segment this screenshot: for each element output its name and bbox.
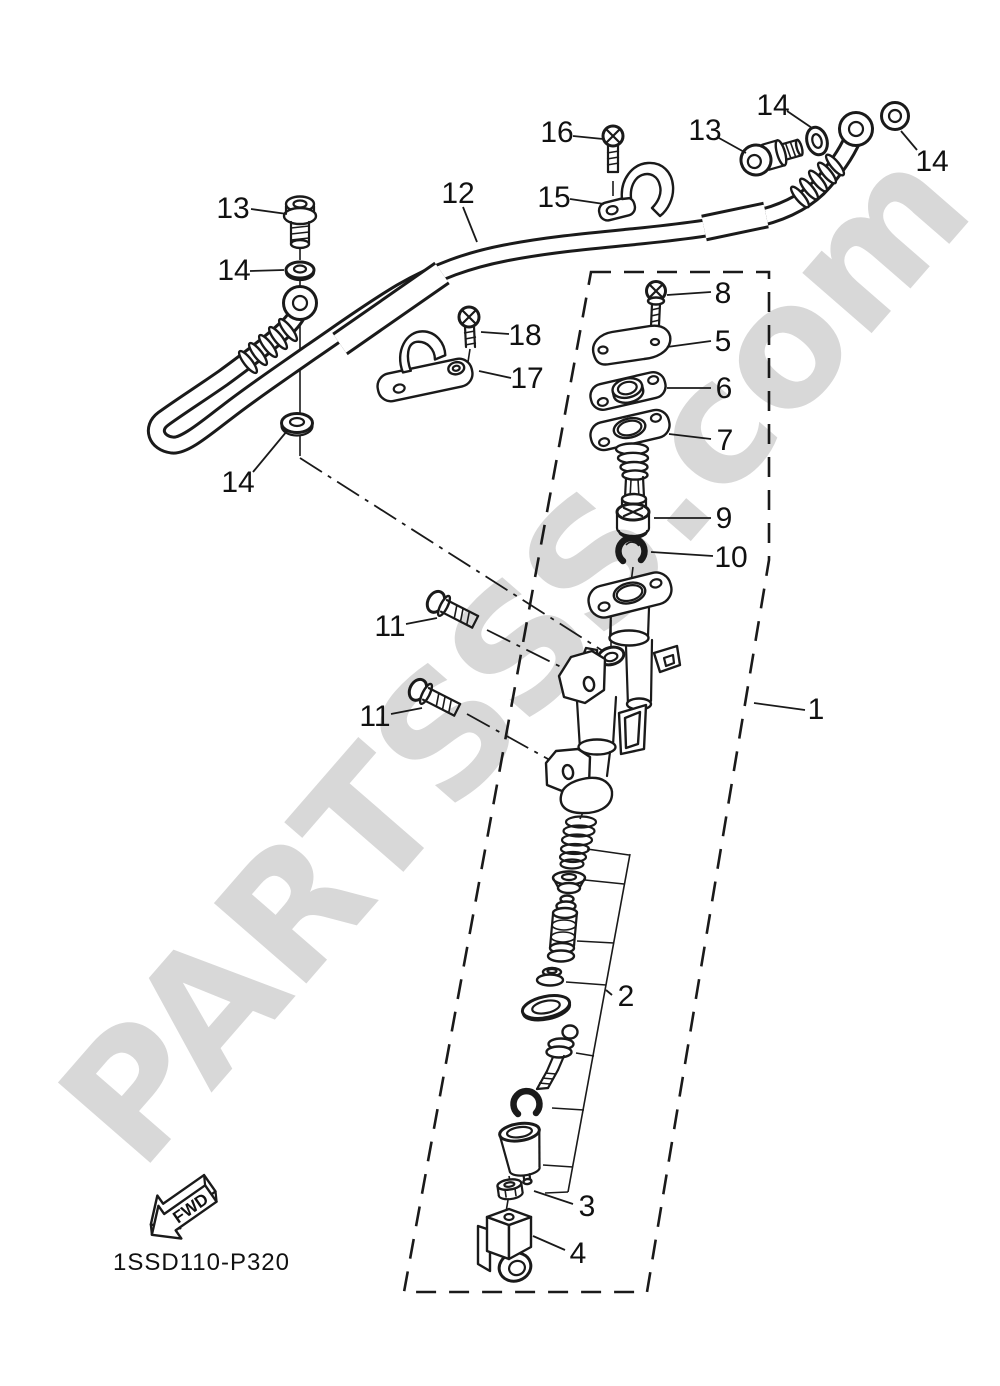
part-callout: 14 [221, 466, 254, 499]
diaphragm-7 [589, 408, 671, 513]
part-callout: 14 [756, 89, 789, 122]
washer-left-lower [280, 412, 314, 437]
part-callout: 3 [579, 1190, 596, 1223]
part-callout: 7 [717, 424, 734, 457]
part-callout: 18 [508, 319, 541, 352]
washer-top-right [880, 101, 910, 131]
part-callouts: 13 14 12 16 13 14 14 15 18 17 14 8 5 6 7… [216, 89, 948, 1270]
part-callout: 15 [537, 181, 570, 214]
leader-lines [249, 110, 918, 1251]
screw-8 [645, 280, 667, 328]
washer-left-upper [284, 260, 316, 282]
part-callout: 14 [217, 254, 250, 287]
part-callout: 13 [216, 192, 249, 225]
part-callout: 2 [618, 980, 635, 1013]
nut-3 [496, 1178, 524, 1201]
group-box-dashed [402, 270, 771, 1294]
banjo-bolt-left [282, 195, 318, 250]
repair-kit-2 [498, 815, 598, 1186]
fwd-arrow: FWD [149, 1173, 218, 1240]
hose-eye-right [838, 111, 874, 147]
master-cylinder-body [544, 571, 682, 815]
hose-eye-left [282, 285, 318, 321]
part-callout: 4 [570, 1237, 587, 1270]
part-callout: 16 [540, 116, 573, 149]
circlip-10 [615, 534, 648, 565]
screw-18 [457, 305, 481, 349]
banjo-bolt-top [739, 138, 804, 177]
clevis-4 [476, 1207, 533, 1283]
diagram-code: 1SSD110-P320 [113, 1249, 290, 1276]
hose-spring-guard [237, 153, 846, 375]
hose-bracket-17 [376, 330, 474, 403]
part-callout: 12 [441, 177, 474, 210]
screw-11-lower [407, 677, 462, 717]
washer-top-middle [805, 125, 829, 157]
part-callout: 6 [716, 372, 733, 405]
reservoir-cap-5 [591, 324, 672, 366]
part-callout: 9 [716, 502, 733, 535]
part-callout: 8 [715, 277, 732, 310]
hose-clamp-15 [597, 161, 675, 222]
circlip-kit [510, 1087, 543, 1118]
boot-kit [498, 1121, 541, 1186]
part-callout: 11 [359, 700, 390, 733]
part-callout: 17 [510, 362, 543, 395]
screw-11-upper [425, 589, 480, 629]
part-callout: 5 [715, 325, 732, 358]
hose-sleeve [332, 201, 769, 356]
screw-16 [601, 124, 625, 174]
reservoir-gasket-6 [589, 370, 667, 412]
part-callout: 1 [808, 693, 825, 726]
part-callout: 14 [915, 145, 948, 178]
part-callout: 13 [688, 114, 721, 147]
part-callout: 10 [714, 541, 747, 574]
brake-hose [146, 111, 874, 455]
kit-group-bracket [542, 848, 631, 1194]
part-callout: 11 [374, 610, 405, 643]
